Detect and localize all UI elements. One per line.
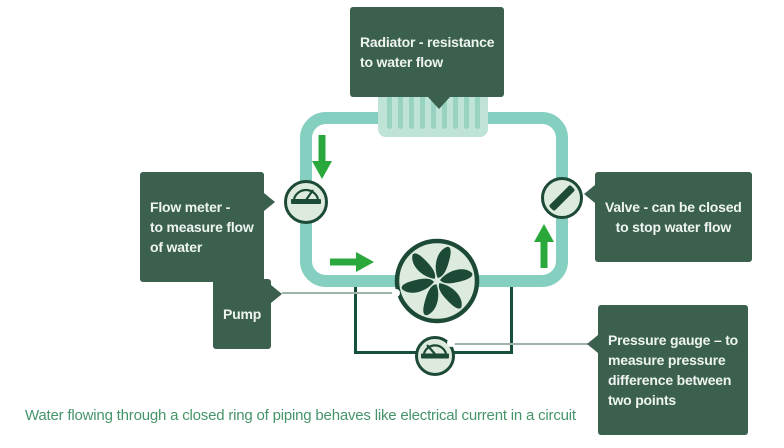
valve-label-pointer [584, 185, 595, 203]
pressure-gauge-connection-dot [447, 339, 455, 347]
radiator-fin [463, 76, 469, 129]
pump-impeller-icon [394, 238, 480, 324]
arrow-up-icon [534, 224, 554, 268]
pressure-gauge-label-pointer [587, 335, 598, 353]
flow-meter-label: Flow meter - to measure flow of water [140, 172, 275, 282]
arrow-right-icon [330, 252, 374, 272]
radiator-fin [408, 76, 414, 129]
pump-label: Pump [213, 279, 283, 349]
diagram-caption: Water flowing through a closed ring of p… [25, 407, 576, 424]
radiator-label-text: Radiator - resistance to water flow [360, 34, 495, 70]
radiator-fin [386, 76, 392, 129]
radiator-fin [452, 76, 458, 129]
pressure-tap-line-left [354, 287, 357, 354]
pressure-gauge-label: Pressure gauge – to measure pressure dif… [587, 305, 749, 435]
flow-meter-label-pointer [263, 193, 275, 211]
arrow-down-icon [312, 135, 332, 179]
radiator-fin [419, 76, 425, 129]
flow-meter-dial-icon [284, 180, 328, 224]
pump-connection-dot [392, 289, 400, 297]
radiator-label-pointer [428, 97, 450, 109]
flow-meter-label-text: Flow meter - to measure flow of water [150, 199, 254, 255]
radiator-fin [397, 76, 403, 129]
pressure-tap-line-right [510, 287, 513, 354]
pressure-gauge-label-text: Pressure gauge – to measure pressure dif… [608, 332, 739, 408]
pump-label-pointer [271, 285, 283, 303]
pressure-label-connector-line [451, 343, 588, 345]
radiator-label: Radiator - resistance to water flow [350, 7, 505, 109]
pump-label-connector-line [282, 292, 396, 294]
pressure-gauge-dial-icon [415, 336, 455, 376]
valve-label-text: Valve - can be closed to stop water flow [605, 199, 742, 235]
valve-label: Valve - can be closed to stop water flow [584, 172, 752, 262]
valve-icon [541, 177, 583, 219]
radiator-fin [474, 76, 480, 129]
pump-label-text: Pump [223, 306, 262, 322]
